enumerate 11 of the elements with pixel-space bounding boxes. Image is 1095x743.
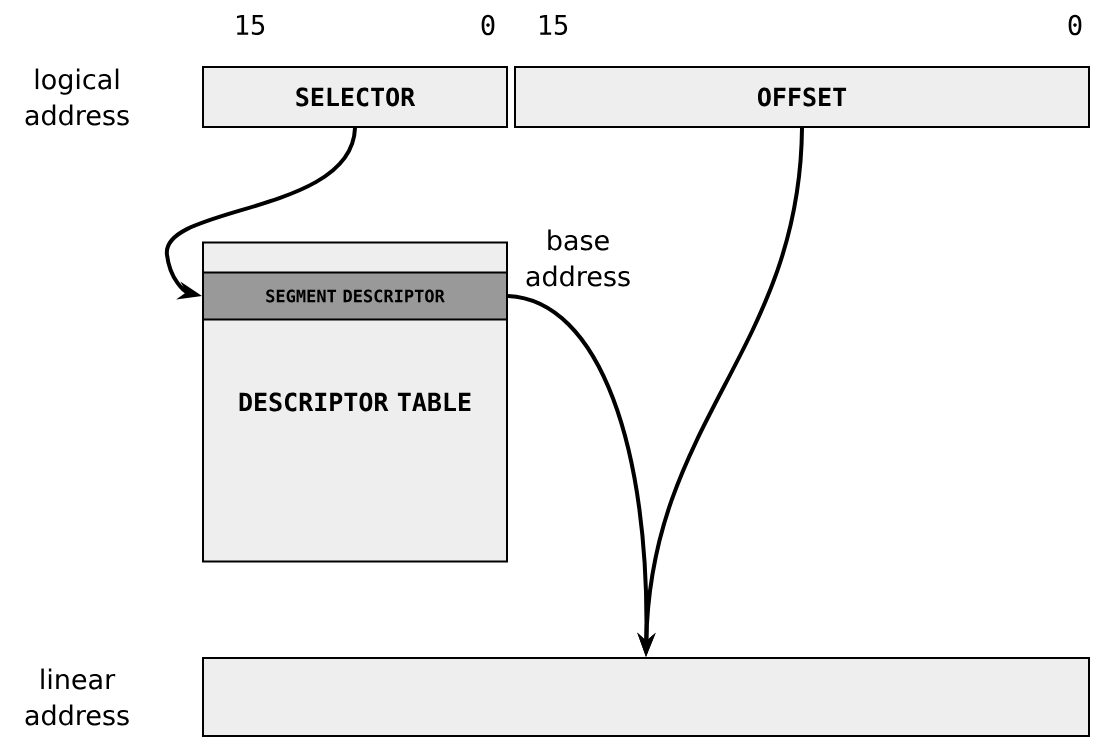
- bit-number: 15: [540, 14, 568, 35]
- bit-number: 0: [481, 14, 495, 36]
- register-box: SELECTOR: [202, 66, 508, 128]
- row-label: linear address: [25, 668, 129, 726]
- address-box: [202, 657, 1090, 737]
- register-box: OFFSET: [514, 66, 1090, 128]
- bit-number: 0: [1068, 14, 1082, 36]
- descriptor-band: SEGMENT DESCRIPTOR: [202, 271, 508, 321]
- row-label: logical address: [25, 68, 129, 126]
- edge-label: base address: [516, 227, 640, 289]
- bit-number: 15: [237, 14, 265, 35]
